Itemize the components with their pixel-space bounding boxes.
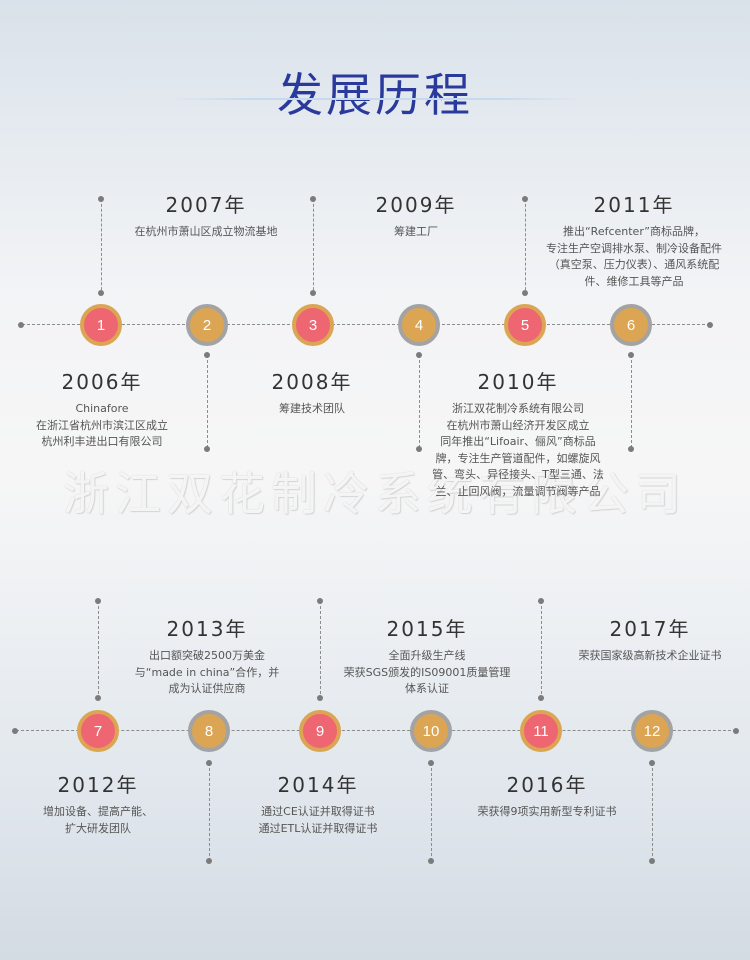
event-2007: 2007年 在杭州市萧山区成立物流基地 — [106, 192, 306, 241]
connector-dot — [206, 760, 212, 766]
timeline-node-2: 2 — [186, 304, 228, 346]
connector-dot — [538, 598, 544, 604]
event-description: 全面升级生产线 荣获SGS颁发的IS09001质量管理 体系认证 — [343, 649, 511, 695]
event-2017: 2017年 荣获国家级高新技术企业证书 — [550, 616, 750, 665]
event-year: 2012年 — [57, 773, 139, 797]
event-2009: 2009年 筹建工厂 — [316, 192, 516, 241]
event-2014: 2014年 通过CE认证并取得证书 通过ETL认证并取得证书 — [218, 772, 418, 837]
connector-dot — [428, 760, 434, 766]
connector-dot — [522, 290, 528, 296]
event-year: 2014年 — [277, 773, 359, 797]
event-description: 增加设备、提高产能、 扩大研发团队 — [43, 805, 153, 835]
event-2006: 2006年 Chinafore 在浙江省杭州市滨江区成立 杭州利丰进出口有限公司 — [2, 369, 202, 451]
event-description: 推出“Refcenter”商标品牌， 专注生产空调排水泵、制冷设备配件 （真空泵… — [546, 225, 722, 288]
timeline-node-4: 4 — [398, 304, 440, 346]
event-year: 2013年 — [166, 617, 248, 641]
connector-dot — [98, 196, 104, 202]
connector-dot — [317, 695, 323, 701]
connector-dot — [416, 352, 422, 358]
event-description: 出口额突破2500万美金 与“made in china”合作，并 成为认证供应… — [134, 649, 280, 695]
event-year: 2008年 — [271, 370, 353, 394]
timeline-node-1: 1 — [80, 304, 122, 346]
event-description: 浙江双花制冷系统有限公司 在杭州市萧山经济开发区成立 同年推出“Lifoair、… — [432, 402, 604, 498]
event-year: 2006年 — [61, 370, 143, 394]
timeline-node-6: 6 — [610, 304, 652, 346]
timeline-node-9: 9 — [299, 710, 341, 752]
connector-dot — [649, 760, 655, 766]
connector-dot — [98, 290, 104, 296]
axis-end-dot — [707, 322, 713, 328]
connector-dot — [628, 352, 634, 358]
connector-dot — [522, 196, 528, 202]
timeline-node-3: 3 — [292, 304, 334, 346]
event-2016: 2016年 荣获得9项实用新型专利证书 — [447, 772, 647, 821]
company-watermark: 浙江双花制冷系统有限公司 — [63, 467, 687, 521]
page-title: 发展历程 — [277, 67, 473, 122]
event-description: 筹建工厂 — [394, 225, 438, 238]
connector-below-8 — [209, 763, 210, 861]
title-divider — [170, 98, 580, 100]
event-description: 通过CE认证并取得证书 通过ETL认证并取得证书 — [258, 805, 378, 835]
event-year: 2011年 — [593, 193, 675, 217]
event-description: 筹建技术团队 — [279, 402, 345, 415]
event-description: 荣获国家级高新技术企业证书 — [578, 649, 722, 662]
connector-dot — [95, 598, 101, 604]
timeline-axis — [16, 730, 736, 731]
timeline-node-8: 8 — [188, 710, 230, 752]
event-description: 荣获得9项实用新型专利证书 — [477, 805, 617, 818]
event-year: 2017年 — [609, 617, 691, 641]
connector-dot — [317, 598, 323, 604]
connector-2016 — [541, 601, 542, 699]
axis-start-dot — [18, 322, 24, 328]
connector-dot — [204, 352, 210, 358]
event-description: Chinafore 在浙江省杭州市滨江区成立 杭州利丰进出口有限公司 — [36, 402, 168, 448]
connector-dot — [538, 695, 544, 701]
connector-dot — [206, 858, 212, 864]
event-2008: 2008年 筹建技术团队 — [212, 369, 412, 418]
axis-start-dot — [12, 728, 18, 734]
timeline-axis — [22, 324, 710, 325]
event-year: 2009年 — [375, 193, 457, 217]
event-year: 2015年 — [386, 617, 468, 641]
timeline-node-10: 10 — [410, 710, 452, 752]
connector-dot — [428, 858, 434, 864]
timeline-node-5: 5 — [504, 304, 546, 346]
connector-dot — [95, 695, 101, 701]
connector-below-10 — [431, 763, 432, 861]
event-description: 在杭州市萧山区成立物流基地 — [134, 225, 278, 238]
connector-dot — [310, 196, 316, 202]
connector-below-6 — [631, 355, 632, 448]
connector-dot — [310, 290, 316, 296]
connector-2010 — [525, 199, 526, 295]
event-2015: 2015年 全面升级生产线 荣获SGS颁发的IS09001质量管理 体系认证 — [327, 616, 527, 698]
axis-end-dot — [733, 728, 739, 734]
connector-2012 — [98, 601, 99, 699]
timeline-node-11: 11 — [520, 710, 562, 752]
timeline-node-7: 7 — [77, 710, 119, 752]
connector-dot — [204, 446, 210, 452]
event-2011: 2011年 推出“Refcenter”商标品牌， 专注生产空调排水泵、制冷设备配… — [534, 192, 734, 290]
timeline-node-12: 12 — [631, 710, 673, 752]
connector-below-4 — [419, 355, 420, 448]
event-2013: 2013年 出口额突破2500万美金 与“made in china”合作，并 … — [107, 616, 307, 698]
event-2012: 2012年 增加设备、提高产能、 扩大研发团队 — [0, 772, 198, 837]
event-2010: 2010年 浙江双花制冷系统有限公司 在杭州市萧山经济开发区成立 同年推出“Li… — [418, 369, 618, 500]
event-year: 2010年 — [477, 370, 559, 394]
event-year: 2016年 — [506, 773, 588, 797]
connector-2006 — [101, 199, 102, 295]
connector-below-12 — [652, 763, 653, 861]
connector-dot — [416, 446, 422, 452]
connector-below-2 — [207, 355, 208, 448]
connector-2014 — [320, 601, 321, 699]
connector-dot — [628, 446, 634, 452]
connector-dot — [649, 858, 655, 864]
connector-2008 — [313, 199, 314, 295]
event-year: 2007年 — [165, 193, 247, 217]
